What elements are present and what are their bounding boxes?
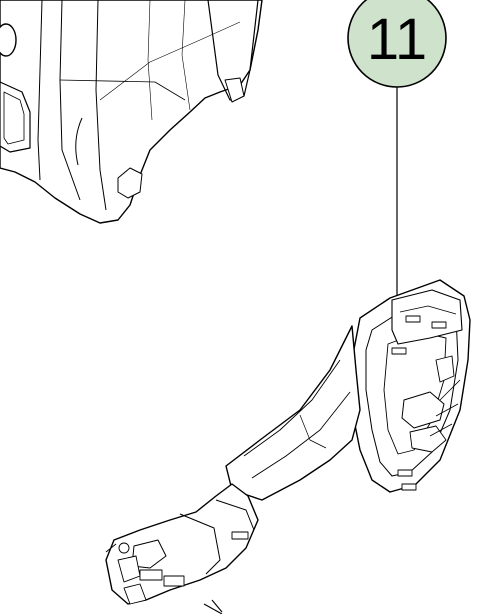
step-callout: 11 (347, 0, 447, 88)
step-callout-circle (347, 0, 447, 88)
step-number: 11 (367, 7, 427, 72)
lower-bracket-part (105, 279, 471, 605)
arrow-hint-icon (203, 599, 223, 614)
upper-housing-part (0, 0, 263, 224)
